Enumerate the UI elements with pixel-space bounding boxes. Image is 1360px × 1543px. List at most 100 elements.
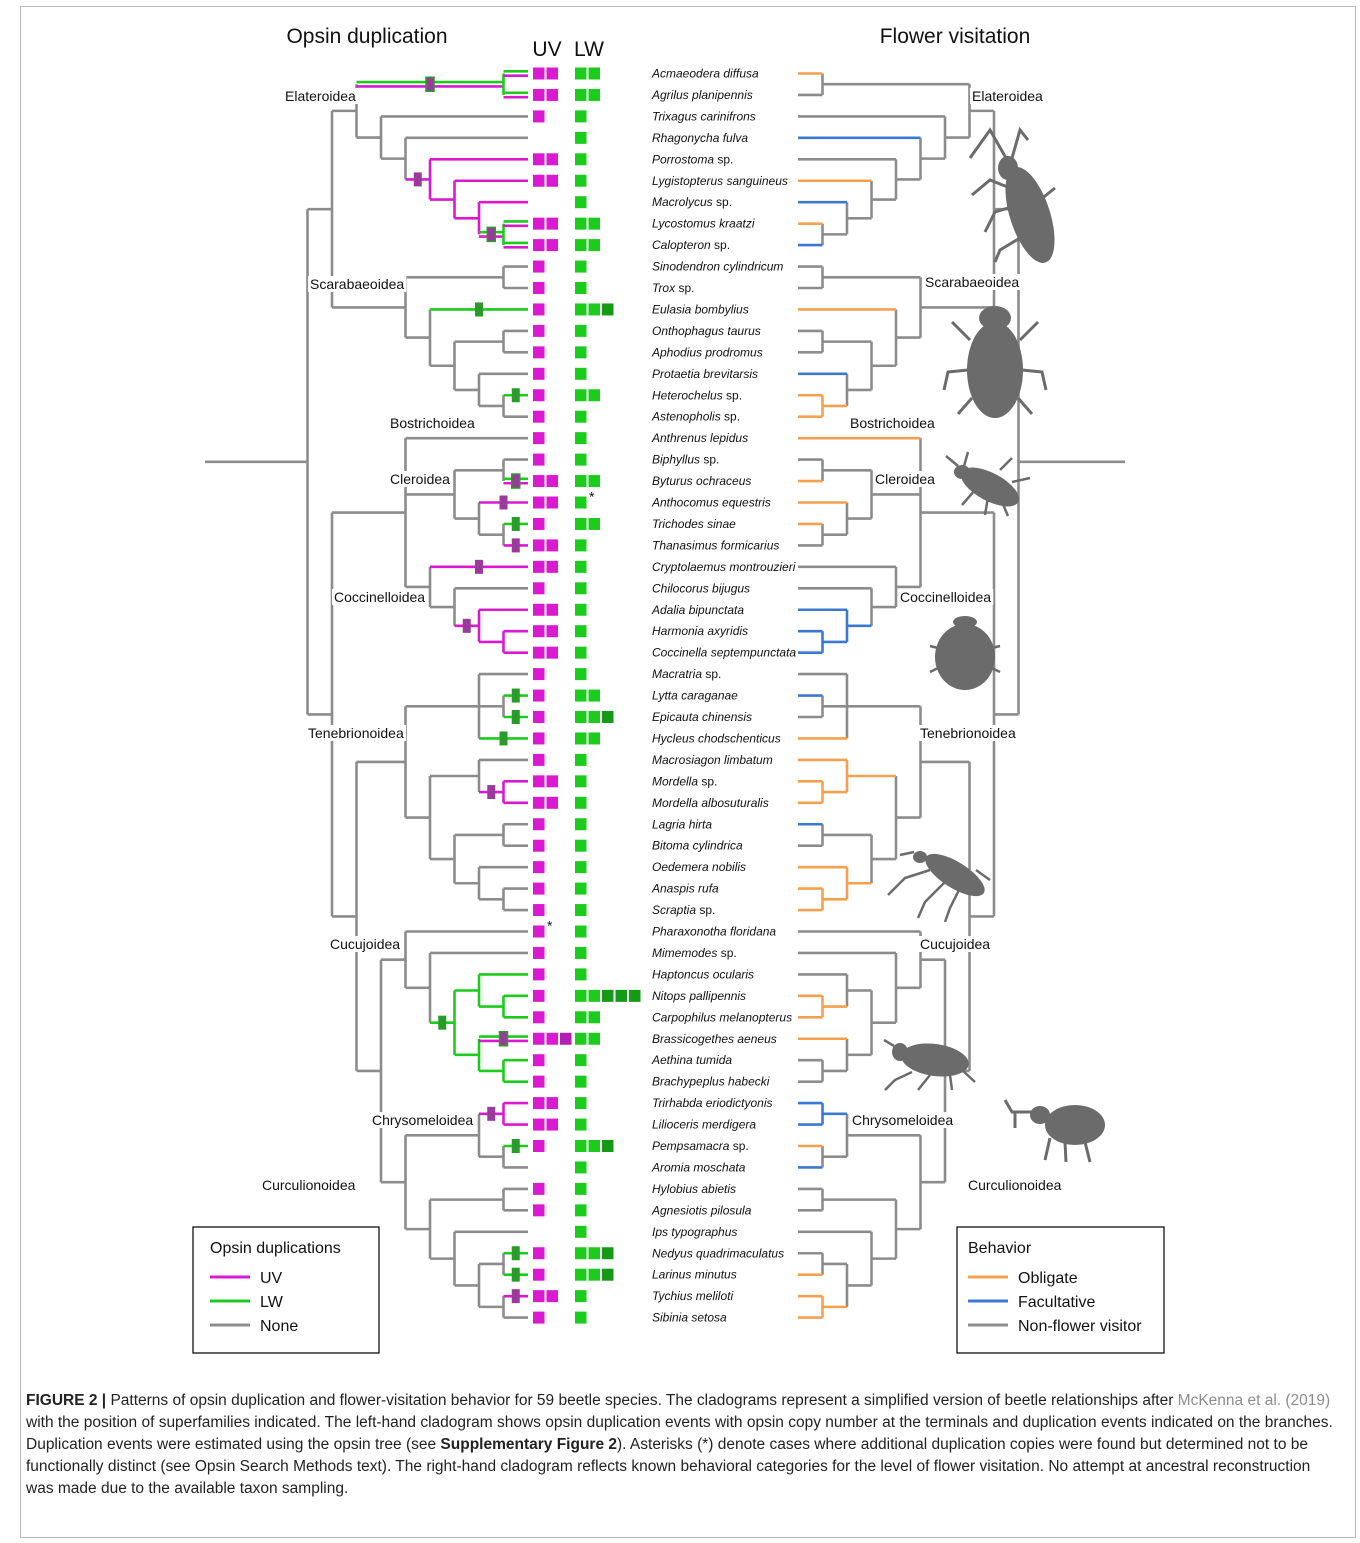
uv-opsin-square bbox=[533, 239, 545, 252]
lw-opsin-square bbox=[575, 1161, 587, 1174]
uv-opsin-square bbox=[546, 625, 558, 638]
species-label-trichodes-sinae: Trichodes sinae bbox=[652, 517, 736, 531]
duplication-event-mark bbox=[486, 226, 496, 243]
superfamily-right-curculionoidea: Curculionoidea bbox=[968, 1177, 1062, 1193]
figure-frame bbox=[20, 6, 1356, 1538]
uv-opsin-square bbox=[533, 260, 545, 273]
uv-opsin-square bbox=[533, 389, 545, 402]
duplication-event-mark bbox=[475, 559, 483, 574]
lw-opsin-square bbox=[575, 1290, 587, 1303]
lw-opsin-square bbox=[575, 796, 587, 809]
label-backdrop bbox=[923, 274, 1022, 290]
lw-opsin-square bbox=[575, 260, 587, 273]
lw-opsin-square bbox=[588, 88, 600, 101]
ladybird-silhouette bbox=[929, 616, 1001, 690]
lw-opsin-square bbox=[575, 367, 587, 380]
species-label-aphodius-prodromus: Aphodius prodromus bbox=[651, 345, 763, 359]
figure-caption: FIGURE 2 | Patterns of opsin duplication… bbox=[26, 1390, 1336, 1500]
species-label-aethina-tumida: Aethina tumida bbox=[651, 1053, 732, 1067]
uv-opsin-square bbox=[533, 689, 545, 702]
lw-opsin-square bbox=[602, 1247, 614, 1260]
left-cladogram-title: Opsin duplication bbox=[286, 25, 447, 48]
uv-opsin-square bbox=[533, 732, 545, 745]
lw-opsin-square bbox=[575, 560, 587, 573]
label-backdrop bbox=[873, 471, 938, 487]
species-label-lilioceris-merdigera: Lilioceris merdigera bbox=[652, 1118, 756, 1132]
species-label-macrolycus: Macrolycus sp. bbox=[652, 195, 732, 209]
species-label-chilocorus-bijugus: Chilocorus bijugus bbox=[652, 581, 750, 595]
uv-opsin-square bbox=[533, 668, 545, 681]
duplication-event-mark bbox=[487, 1106, 496, 1121]
species-label-acmaeodera-diffusa: Acmaeodera diffusa bbox=[651, 67, 759, 81]
lw-opsin-square bbox=[575, 196, 587, 209]
species-label-ips-typographus: Ips typographus bbox=[652, 1225, 737, 1239]
uv-opsin-square bbox=[533, 625, 545, 638]
uv-opsin-square bbox=[533, 453, 545, 466]
uv-opsin-square bbox=[533, 1268, 545, 1281]
uv-opsin-square bbox=[533, 796, 545, 809]
lw-opsin-square bbox=[588, 517, 600, 530]
lw-opsin-square bbox=[575, 303, 587, 316]
species-label-nitops-pallipennis: Nitops pallipennis bbox=[652, 989, 746, 1003]
caption-supplementary-ref[interactable]: Supplementary Figure 2 bbox=[440, 1436, 617, 1453]
caption-text-2: with the position of superfamilies indic… bbox=[26, 1414, 1333, 1453]
uv-opsin-square bbox=[533, 346, 545, 359]
lw-opsin-square bbox=[602, 1140, 614, 1152]
caption-reference-link[interactable]: McKenna et al. (2019) bbox=[1177, 1392, 1331, 1409]
lw-opsin-square bbox=[575, 110, 587, 123]
label-backdrop bbox=[918, 936, 993, 952]
uv-opsin-square bbox=[533, 560, 545, 573]
caption-text-3: ). Asterisks (*) denote cases where addi… bbox=[26, 1436, 1311, 1497]
species-label-hycleus-chodschenticus: Hycleus chodschenticus bbox=[652, 731, 781, 745]
species-label-mordella: Mordella sp. bbox=[652, 774, 717, 788]
uv-opsin-square bbox=[533, 1247, 545, 1260]
uv-opsin-square bbox=[533, 217, 545, 230]
uv-opsin-square bbox=[533, 946, 545, 959]
label-backdrop bbox=[260, 1177, 358, 1193]
lw-opsin-square bbox=[575, 1054, 587, 1067]
lw-opsin-square bbox=[588, 1140, 600, 1152]
species-label-porrostoma: Porrostoma sp. bbox=[652, 152, 733, 166]
species-label-bitoma-cylindrica: Bitoma cylindrica bbox=[652, 839, 743, 853]
species-label-epicauta-chinensis: Epicauta chinensis bbox=[652, 710, 752, 724]
species-label-harmonia-axyridis: Harmonia axyridis bbox=[652, 624, 748, 638]
species-label-larinus-minutus: Larinus minutus bbox=[652, 1268, 737, 1282]
superfamily-left-bostrichoidea: Bostrichoidea bbox=[390, 415, 475, 431]
label-backdrop bbox=[283, 88, 359, 104]
species-label-astenopholis: Astenopholis sp. bbox=[651, 410, 740, 424]
duplication-event-mark bbox=[462, 618, 471, 633]
species-label-carpophilus-melanopterus: Carpophilus melanopterus bbox=[652, 1010, 792, 1024]
uv-opsin-square bbox=[533, 153, 545, 166]
lw-opsin-square bbox=[575, 1225, 587, 1238]
lw-opsin-square bbox=[588, 1268, 600, 1281]
legend-obligate-label: Obligate bbox=[1018, 1270, 1078, 1287]
duplication-event-mark bbox=[499, 495, 508, 510]
uv-opsin-square bbox=[533, 775, 545, 788]
right-cladogram bbox=[798, 72, 1125, 1319]
uv-opsin-square bbox=[533, 1054, 545, 1067]
lw-opsin-square bbox=[602, 303, 614, 316]
uv-opsin-square bbox=[546, 775, 558, 788]
species-label-pharaxonotha-floridana: Pharaxonotha floridana bbox=[652, 925, 776, 939]
lw-opsin-square bbox=[575, 174, 587, 187]
species-label-scraptia: Scraptia sp. bbox=[652, 903, 715, 917]
superfamily-right-bostrichoidea: Bostrichoidea bbox=[850, 415, 935, 431]
lw-opsin-square bbox=[575, 904, 587, 917]
uv-opsin-square bbox=[546, 1118, 558, 1131]
species-label-lagria-hirta: Lagria hirta bbox=[652, 817, 712, 831]
uv-opsin-square bbox=[546, 239, 558, 252]
lw-opsin-square bbox=[575, 989, 587, 1002]
species-label-trixagus-carinifrons: Trixagus carinifrons bbox=[652, 109, 756, 123]
superfamily-right-scarabaeoidea: Scarabaeoidea bbox=[925, 274, 1019, 290]
uv-opsin-square bbox=[533, 1140, 545, 1152]
superfamily-left-cucujoidea: Cucujoidea bbox=[330, 936, 400, 952]
uv-column-header: UV bbox=[532, 38, 561, 61]
label-backdrop bbox=[308, 276, 407, 292]
lw-opsin-square bbox=[588, 989, 600, 1002]
uv-opsin-square bbox=[533, 882, 545, 895]
label-backdrop bbox=[970, 88, 1046, 104]
uv-opsin-square bbox=[533, 1311, 545, 1324]
duplication-event-mark bbox=[511, 1289, 520, 1304]
species-label-anthocomus-equestris: Anthocomus equestris bbox=[651, 496, 771, 510]
